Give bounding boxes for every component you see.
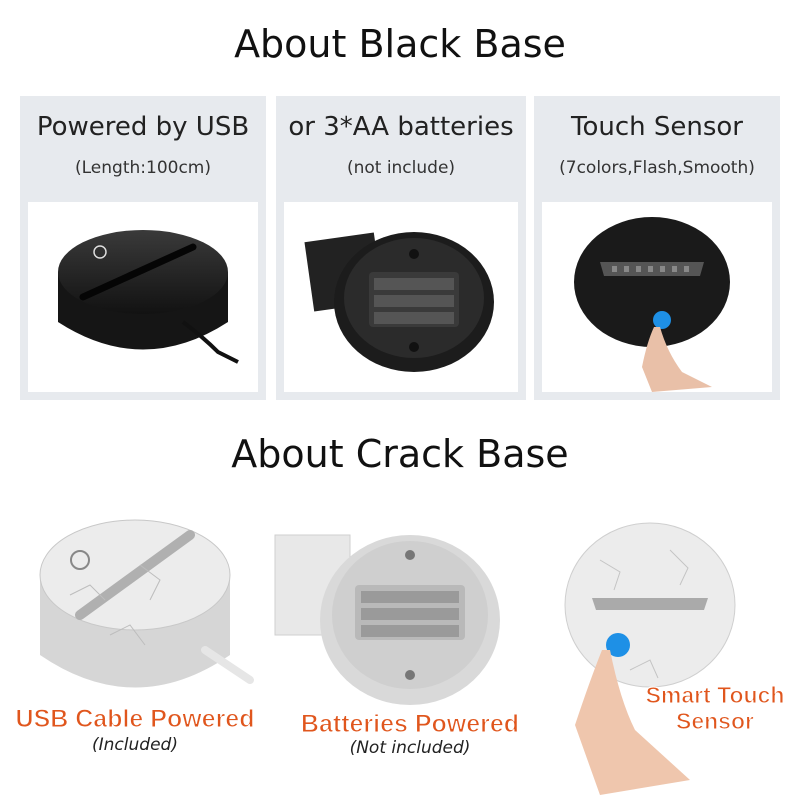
battery-base-photo xyxy=(284,202,518,392)
smart-touch-caption: Smart Touch xyxy=(645,682,785,709)
crack-base-heading: About Crack Base xyxy=(231,432,569,476)
panel-title: or 3*AA batteries xyxy=(288,112,514,142)
panel-subtitle: (not include) xyxy=(346,158,456,178)
panel-subtitle: (7colors,Flash,Smooth) xyxy=(559,158,755,178)
usb-panel: Powered by USB (Length:100cm) xyxy=(20,96,266,400)
battery-panel: or 3*AA batteries (not include) xyxy=(276,96,526,400)
usb-cable-caption: USB Cable Powered xyxy=(15,705,255,734)
black-base-heading: About Black Base xyxy=(234,22,566,66)
crack-touch-base-photo xyxy=(540,510,780,800)
panel-subtitle: (Length:100cm) xyxy=(75,158,211,178)
batteries-caption: Batteries Powered xyxy=(300,710,520,739)
touch-base-photo xyxy=(542,202,772,392)
panel-title: Touch Sensor xyxy=(570,112,743,142)
crack-usb-base-photo xyxy=(10,505,260,705)
usb-cable-subcaption: (Included) xyxy=(92,735,178,755)
touch-panel: Touch Sensor (7colors,Flash,Smooth) xyxy=(534,96,780,400)
batteries-subcaption: (Not included) xyxy=(349,738,471,758)
panel-title: Powered by USB xyxy=(36,112,250,142)
sensor-caption: Sensor xyxy=(676,708,755,735)
usb-base-photo xyxy=(28,202,258,392)
crack-battery-base-photo xyxy=(265,515,515,710)
